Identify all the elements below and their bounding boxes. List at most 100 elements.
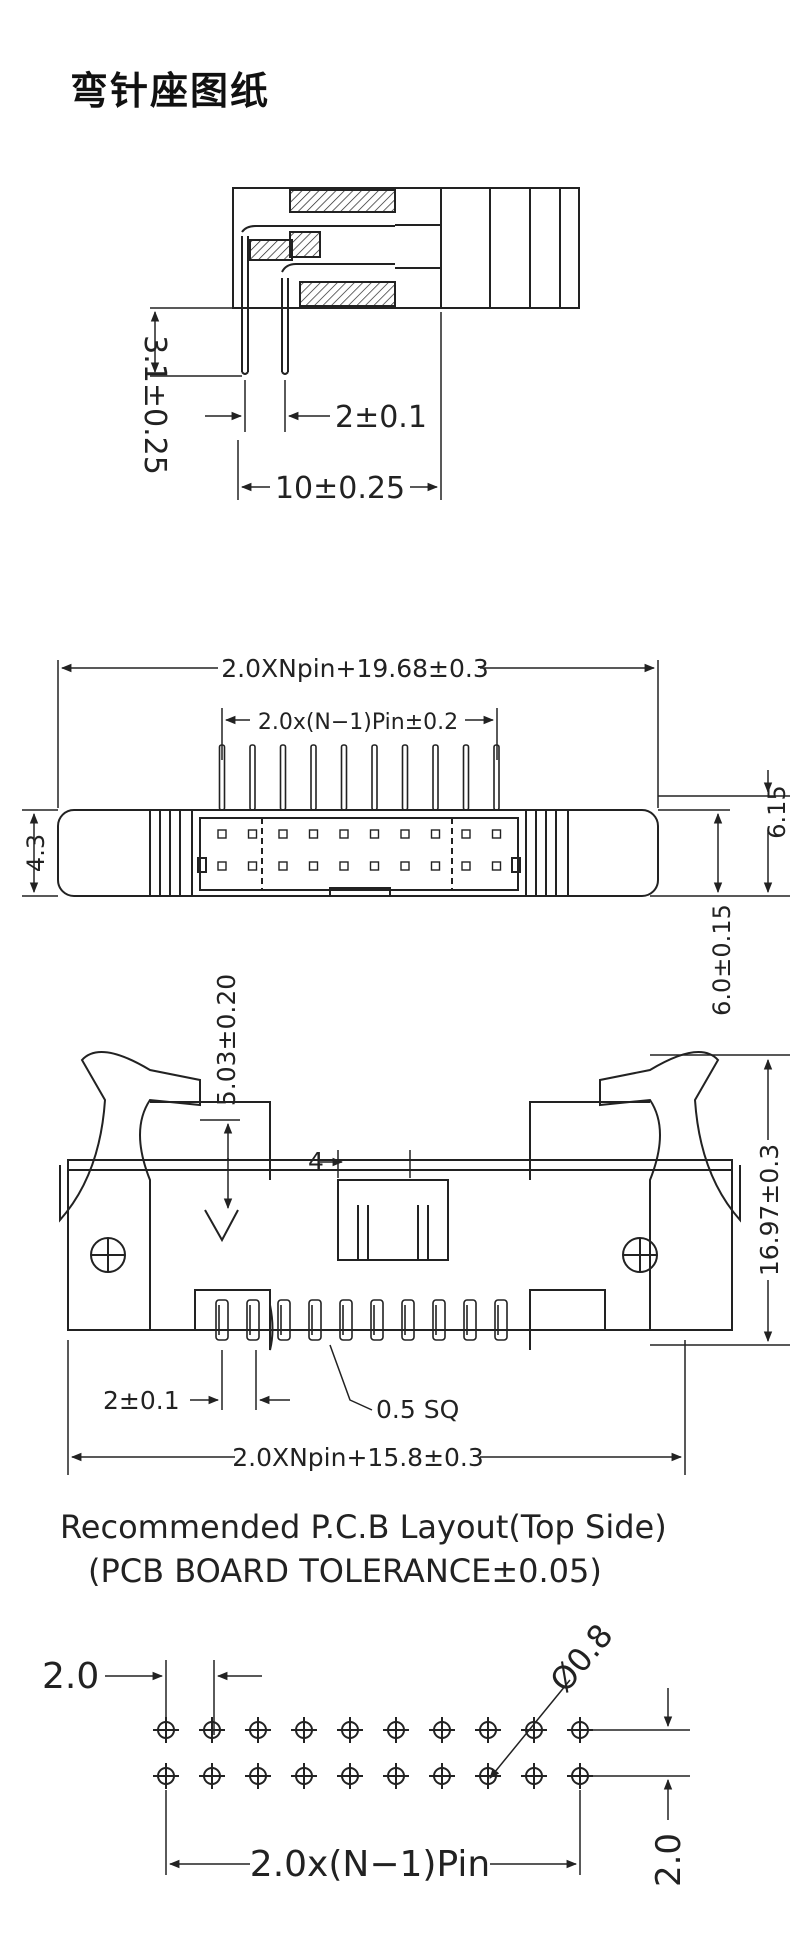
front-pin	[249, 744, 256, 811]
front-dim-depth: 6.0±0.15	[708, 904, 736, 1016]
pcb-hole	[475, 1717, 501, 1743]
front-cavity-bottom	[247, 861, 258, 871]
top-dim-pin-size: 0.5 SQ	[376, 1395, 459, 1424]
top-pin	[277, 1299, 291, 1341]
pcb-hole	[521, 1717, 547, 1743]
top-pins	[215, 1299, 508, 1341]
top-dim-latch: 5.03±0.20	[212, 974, 241, 1106]
pcb-hole	[337, 1763, 363, 1789]
front-dim-body-height: 4.3	[22, 834, 50, 872]
front-cavity-top	[339, 829, 349, 839]
front-pin	[279, 744, 287, 811]
pcb-heading-line2: (PCB BOARD TOLERANCE±0.05)	[88, 1552, 602, 1590]
front-cavity-top	[491, 829, 502, 839]
pcb-hole	[475, 1763, 501, 1789]
front-view	[57, 809, 659, 897]
front-pin	[340, 744, 348, 811]
pcb-hole	[291, 1763, 317, 1789]
top-pin	[215, 1299, 229, 1341]
pcb-dim-pitch-x: 2.0	[42, 1656, 99, 1697]
pcb-layout-heading: Recommended P.C.B Layout(Top Side) (PCB …	[60, 1505, 700, 1593]
top-pin	[246, 1299, 260, 1341]
page-title: 弯针座图纸	[70, 68, 271, 113]
top-dim-key: 4	[308, 1147, 324, 1176]
front-pin	[401, 744, 409, 811]
pcb-hole	[429, 1717, 455, 1743]
side-view	[232, 187, 580, 375]
front-pin-window	[199, 817, 519, 891]
side-dim-height: 3.1±0.25	[137, 335, 172, 475]
front-dim-offset: 6.15	[763, 785, 791, 838]
top-view	[59, 1051, 741, 1351]
pcb-hole	[245, 1763, 271, 1789]
pcb-hole	[567, 1763, 593, 1789]
front-dim-overall: 2.0XNpin+19.68±0.3	[221, 654, 488, 683]
top-pin	[432, 1299, 446, 1341]
side-header-block	[440, 187, 580, 309]
pcb-hole	[291, 1717, 317, 1743]
pcb-hole	[337, 1717, 363, 1743]
pcb-hole	[199, 1717, 225, 1743]
top-pin	[401, 1299, 415, 1341]
pcb-hole	[153, 1763, 179, 1789]
pcb-hole	[567, 1717, 593, 1743]
pcb-dim-span: 2.0x(N−1)Pin	[250, 1844, 490, 1885]
pcb-hole	[383, 1763, 409, 1789]
front-cavity-bottom	[430, 861, 441, 871]
pcb-hole	[429, 1763, 455, 1789]
top-dim-height: 16.97±0.3	[755, 1144, 784, 1276]
pcb-heading-line1: Recommended P.C.B Layout(Top Side)	[60, 1508, 667, 1546]
top-pin	[308, 1299, 322, 1341]
side-view-dims	[150, 307, 442, 500]
front-cavities	[217, 829, 502, 871]
side-dim-pitch: 2±0.1	[335, 400, 427, 435]
top-view-dims	[67, 1054, 790, 1475]
top-body	[67, 1159, 733, 1331]
pcb-hole	[245, 1717, 271, 1743]
front-cavity-top	[369, 829, 380, 839]
front-cavity-bottom	[461, 861, 471, 871]
pcb-layout-dims	[105, 1660, 690, 1875]
front-cavity-bottom	[491, 861, 502, 871]
front-cavity-top	[430, 829, 441, 839]
top-pin	[370, 1299, 384, 1341]
pcb-dim-hole: Ø0.8	[543, 1617, 621, 1700]
pcb-holes	[153, 1717, 593, 1789]
front-pin	[432, 744, 439, 811]
front-cavity-top	[247, 829, 258, 839]
pcb-hole	[199, 1763, 225, 1789]
side-hatch-bottom	[299, 281, 396, 307]
front-cavity-top	[217, 829, 227, 839]
front-cavity-bottom	[217, 861, 227, 871]
front-cavity-bottom	[369, 861, 380, 871]
front-cavity-bottom	[308, 861, 319, 871]
pcb-hole	[383, 1717, 409, 1743]
front-pin	[462, 744, 470, 811]
front-cavity-top	[400, 829, 410, 839]
top-pin	[463, 1299, 477, 1341]
side-hatch-mid	[289, 231, 321, 258]
front-dim-pin-span: 2.0x(N−1)Pin±0.2	[258, 710, 458, 735]
side-dim-depth: 10±0.25	[275, 471, 405, 506]
front-cavity-top	[461, 829, 471, 839]
front-pin	[371, 744, 378, 811]
pcb-dim-pitch-y: 2.0	[649, 1833, 689, 1887]
front-pin	[310, 744, 317, 811]
front-cavity-top	[308, 829, 319, 839]
front-cavity-bottom	[339, 861, 349, 871]
top-dim-pitch: 2±0.1	[103, 1386, 180, 1415]
top-dim-width: 2.0XNpin+15.8±0.3	[232, 1443, 484, 1472]
front-pins	[218, 744, 500, 811]
side-hatch-top	[289, 189, 396, 213]
front-cavity-top	[278, 829, 288, 839]
top-key-slot	[337, 1179, 449, 1261]
front-view-dims	[22, 660, 790, 897]
top-pin	[494, 1299, 508, 1341]
top-left-latch	[59, 1051, 274, 1351]
top-right-latch	[529, 1051, 741, 1350]
front-cavity-bottom	[400, 861, 410, 871]
front-cavity-bottom	[278, 861, 288, 871]
pcb-hole	[521, 1763, 547, 1789]
top-pin	[339, 1299, 353, 1341]
